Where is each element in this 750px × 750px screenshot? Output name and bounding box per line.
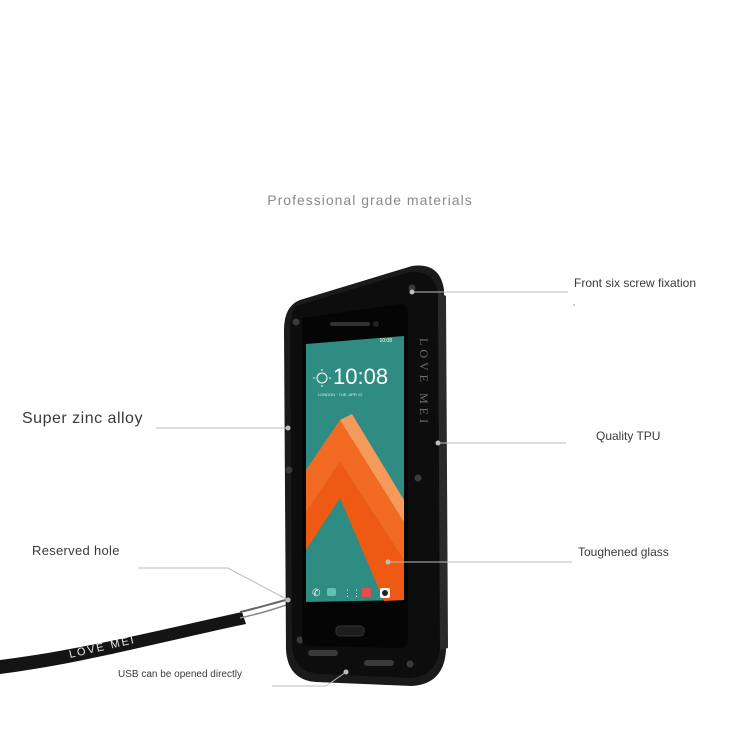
screw-icon: [414, 474, 422, 482]
screw-icon: [285, 466, 293, 474]
callout-super-zinc: Super zinc alloy: [22, 410, 143, 427]
case-brand-text: LOVE MEI: [417, 338, 431, 427]
lanyard: LOVE MEI: [0, 599, 287, 674]
phone-icon: ✆: [312, 588, 320, 599]
callout-toughened-glass: Toughened glass: [578, 545, 669, 559]
status-time: 10:08: [379, 338, 392, 344]
lanyard-brand-text: LOVE MEI: [68, 634, 137, 661]
apps-icon: ⋮⋮: [343, 588, 361, 598]
callout-reserved-hole: Reserved hole: [32, 543, 120, 558]
callout-leaders: [138, 291, 572, 687]
callout-front-screw: Front six screw fixation: [574, 276, 697, 290]
clock-time: 10:08: [333, 364, 388, 389]
speaker-slot: [364, 660, 394, 666]
messages-icon: [327, 588, 336, 596]
screw-icon: [292, 318, 300, 326]
callout-quality-tpu: Quality TPU: [596, 429, 661, 443]
sun-icon: [313, 369, 331, 387]
screw-icon: [408, 284, 416, 292]
callout-usb: USB can be opened directly: [118, 669, 242, 680]
gallery-icon: [362, 588, 371, 597]
phone-screen: 10:08 10:08 LONDON · TUE, APR 12 ✆ ⋮⋮: [302, 304, 408, 648]
usb-port-cover: [308, 650, 338, 656]
home-button: [335, 625, 365, 637]
screw-icon: [406, 660, 414, 668]
page-heading: Professional grade materials: [267, 192, 473, 208]
screw-icon: [296, 636, 304, 644]
clock-date: LONDON · TUE, APR 12: [318, 392, 363, 397]
dock: ✆ ⋮⋮: [312, 588, 390, 599]
